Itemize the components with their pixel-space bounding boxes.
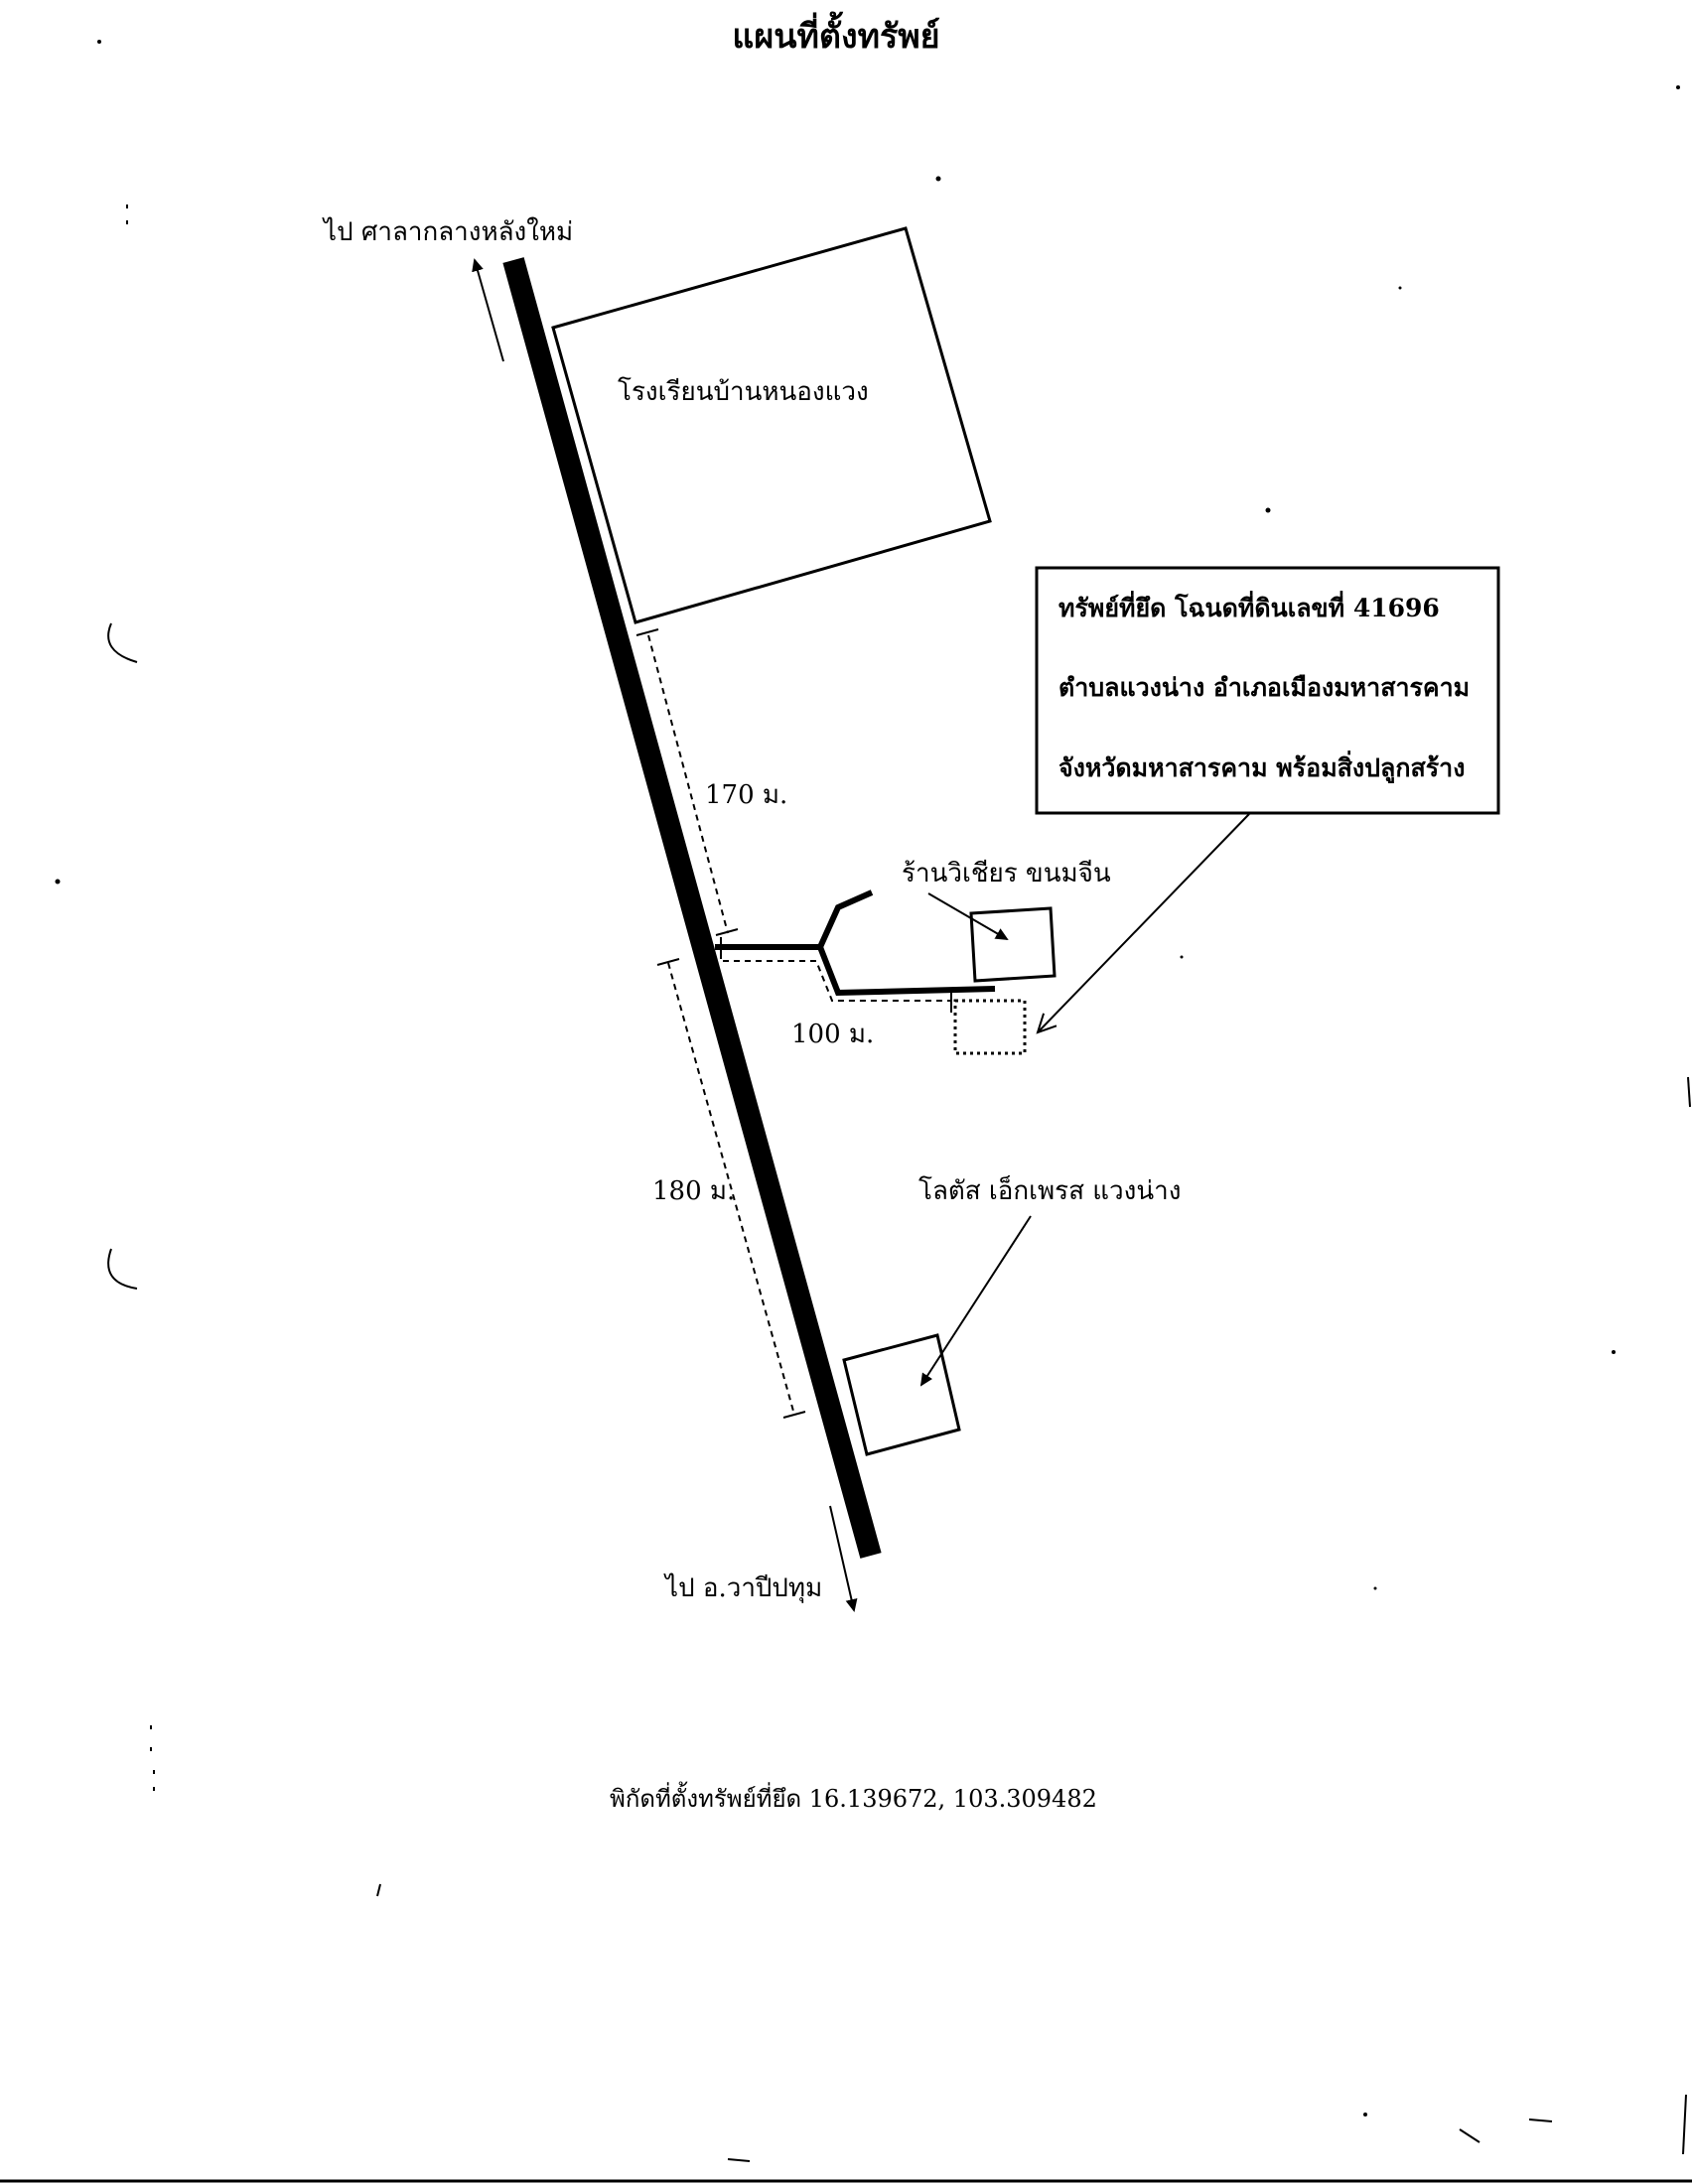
distance-label-180: 180 ม.: [652, 1176, 735, 1206]
distance-tick: [656, 958, 680, 966]
coordinates-text: พิกัดที่ตั้งทรัพย์ที่ยึด 16.139672, 103.…: [610, 1781, 1097, 1813]
lotus-express-label: โลตัส เอ็กเพรส แวงน่าง: [918, 1174, 1181, 1206]
south-direction-label: ไป อ.วาปีปทุม: [663, 1572, 822, 1603]
scan-noise-marks: [107, 205, 1691, 2162]
main-road: [502, 257, 882, 1559]
north-direction-arrow: [472, 258, 504, 362]
distance-tick: [782, 1411, 806, 1419]
lotus-pointer-arrow: [919, 1215, 1032, 1387]
property-pointer-arrow: [1036, 813, 1250, 1034]
lotus-express-building: [842, 1333, 961, 1456]
distance-label-100: 100 ม.: [791, 1020, 874, 1049]
property-info-box: [1035, 566, 1500, 815]
shop-pointer-arrow: [927, 892, 1009, 941]
side-road-branch: [817, 889, 874, 949]
shop-building: [969, 906, 1057, 983]
north-direction-label: ไป ศาลากลางหลังใหม่: [322, 216, 573, 247]
property-info-line-2: ตำบลแวงน่าง อำเภอเมืองมหาสารคาม: [1058, 673, 1470, 702]
property-info-line-3: จังหวัดมหาสารคาม พร้อมสิ่งปลูกสร้าง: [1058, 751, 1465, 784]
south-direction-arrow: [829, 1505, 858, 1612]
school-label: โรงเรียนบ้านหนองแวง: [618, 376, 869, 407]
scan-noise: [55, 40, 1680, 2116]
distance-line-180: [667, 962, 795, 1416]
page-title: แผนที่ตั้งทรัพย์: [732, 11, 939, 57]
distance-label-170: 170 ม.: [705, 780, 787, 810]
seized-property-plot: [953, 999, 1027, 1055]
shop-label: ร้านวิเชียร ขนมจีน: [902, 859, 1111, 888]
property-info-line-1: ทรัพย์ที่ยึด โฉนดที่ดินเลขที่ 41696: [1058, 591, 1440, 622]
distance-tick: [715, 928, 739, 936]
distance-line-170: [647, 634, 729, 934]
school-building: [551, 226, 992, 624]
distance-line-100: [723, 960, 951, 1002]
distance-tick: [635, 628, 659, 636]
side-road: [715, 944, 996, 997]
